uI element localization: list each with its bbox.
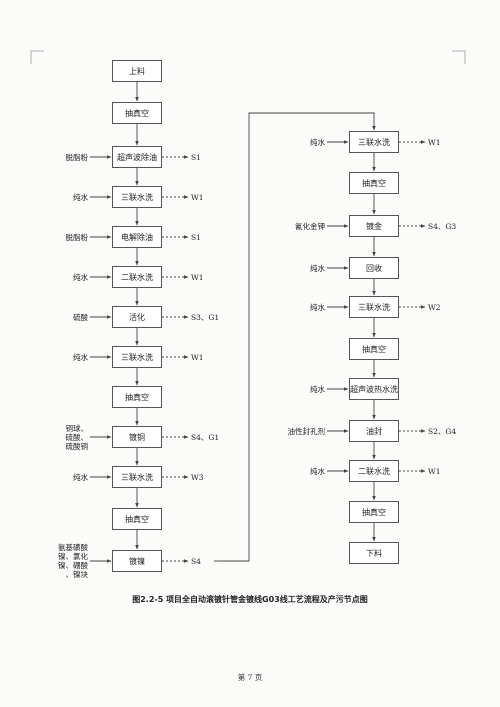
pollutant-output-label: W1 (191, 192, 204, 202)
process-step-box: 二联水洗 (112, 266, 162, 288)
process-step-box: 下料 (349, 542, 399, 564)
input-material-label: 纯水 (73, 192, 88, 202)
input-material-label: 脱脂粉 (65, 152, 89, 162)
process-step-box: 油封 (349, 420, 399, 442)
page-number: 第 7 页 (237, 673, 263, 682)
process-step-box: 抽真空 (349, 338, 399, 360)
input-material-label: 氨基磺酸镍、氯化镍、硼酸、镍块 (58, 543, 88, 579)
process-step-box: 超声波热水洗 (349, 378, 399, 400)
process-step-box: 活化 (112, 306, 162, 328)
input-material-label: 纯水 (310, 466, 325, 476)
figure-caption: 图2.2-5 项目全自动滚镀针管金镀线G03线工艺流程及产污节点图 (132, 595, 368, 604)
process-step-box: 镀金 (349, 215, 399, 237)
input-material-label: 脱脂粉 (65, 232, 89, 242)
input-material-label: 纯水 (310, 263, 325, 273)
input-material-label: 纯水 (73, 272, 88, 282)
pollutant-output-label: S4、G1 (191, 432, 220, 442)
process-step-box: 抽真空 (112, 508, 162, 530)
input-material-label: 氰化金钾 (295, 221, 325, 231)
pollutant-output-label: W3 (191, 472, 204, 482)
input-material-label: 纯水 (310, 302, 325, 312)
pollutant-output-label: S4、G3 (428, 221, 457, 231)
process-step-box: 三联水洗 (349, 131, 399, 153)
process-step-box: 超声波除油 (112, 146, 162, 168)
pollutant-output-label: S1 (191, 152, 201, 162)
process-step-box: 回收 (349, 257, 399, 279)
pollutant-output-label: W1 (428, 466, 441, 476)
process-step-box: 镀铜 (112, 426, 162, 448)
input-material-label: 纯水 (73, 352, 88, 362)
input-material-label: 纯水 (310, 384, 325, 394)
process-step-box: 三联水洗 (349, 296, 399, 318)
pollutant-output-label: W1 (191, 272, 204, 282)
pollutant-output-label: S3、G1 (191, 312, 220, 322)
process-step-box: 三联水洗 (112, 186, 162, 208)
pollutant-output-label: W1 (191, 352, 204, 362)
input-material-label: 纯水 (73, 472, 88, 482)
process-step-box: 三联水洗 (112, 466, 162, 488)
process-step-box: 电解除油 (112, 226, 162, 248)
process-step-box: 三联水洗 (112, 346, 162, 368)
process-step-box: 二联水洗 (349, 460, 399, 482)
connector-arrow (222, 112, 376, 562)
pollutant-output-label: W1 (428, 137, 441, 147)
pollutant-output-label: S4 (191, 556, 201, 566)
process-step-box: 抽真空 (349, 501, 399, 523)
crop-mark-top-left (30, 50, 44, 64)
pollutant-output-label: S1 (191, 232, 201, 242)
process-step-box: 上料 (112, 60, 162, 82)
input-material-label: 纯水 (310, 137, 325, 147)
pollutant-output-label: W2 (428, 302, 441, 312)
process-step-box: 镀镍 (112, 550, 162, 572)
crop-mark-top-right (452, 50, 466, 64)
input-material-label: 油性封孔剂 (287, 426, 326, 436)
input-material-label: 硫酸 (73, 312, 88, 322)
pollutant-output-label: S2、G4 (428, 426, 457, 436)
process-step-box: 抽真空 (112, 386, 162, 408)
process-step-box: 抽真空 (112, 102, 162, 124)
input-material-label: 铜球、硫酸、硫酸铜 (65, 423, 89, 451)
process-step-box: 抽真空 (349, 172, 399, 194)
